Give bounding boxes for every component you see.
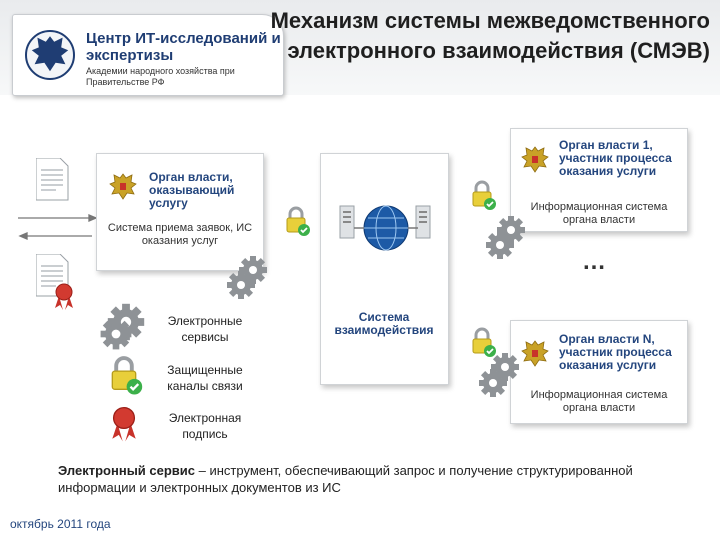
definition-term: Электронный сервис (58, 463, 195, 478)
legend-seal-icon (112, 408, 135, 442)
legend-gear-icon (101, 319, 132, 350)
date-label: октябрь 2011 года (10, 517, 111, 531)
legend-lock-icon (112, 358, 142, 394)
gear-icon (227, 271, 255, 299)
lock-icon (473, 329, 496, 357)
gear-icon (479, 369, 507, 397)
gear-icon (486, 231, 514, 259)
definition-text: Электронный сервис – инструмент, обеспеч… (58, 462, 708, 496)
legend-channels-label: Защищенные каналы связи (150, 362, 260, 394)
legend-signature-label: Электронная подпись (150, 410, 260, 442)
lock-icon (287, 208, 310, 236)
legend-services-label: Электронные сервисы (150, 313, 260, 345)
lock-icon (473, 182, 496, 210)
